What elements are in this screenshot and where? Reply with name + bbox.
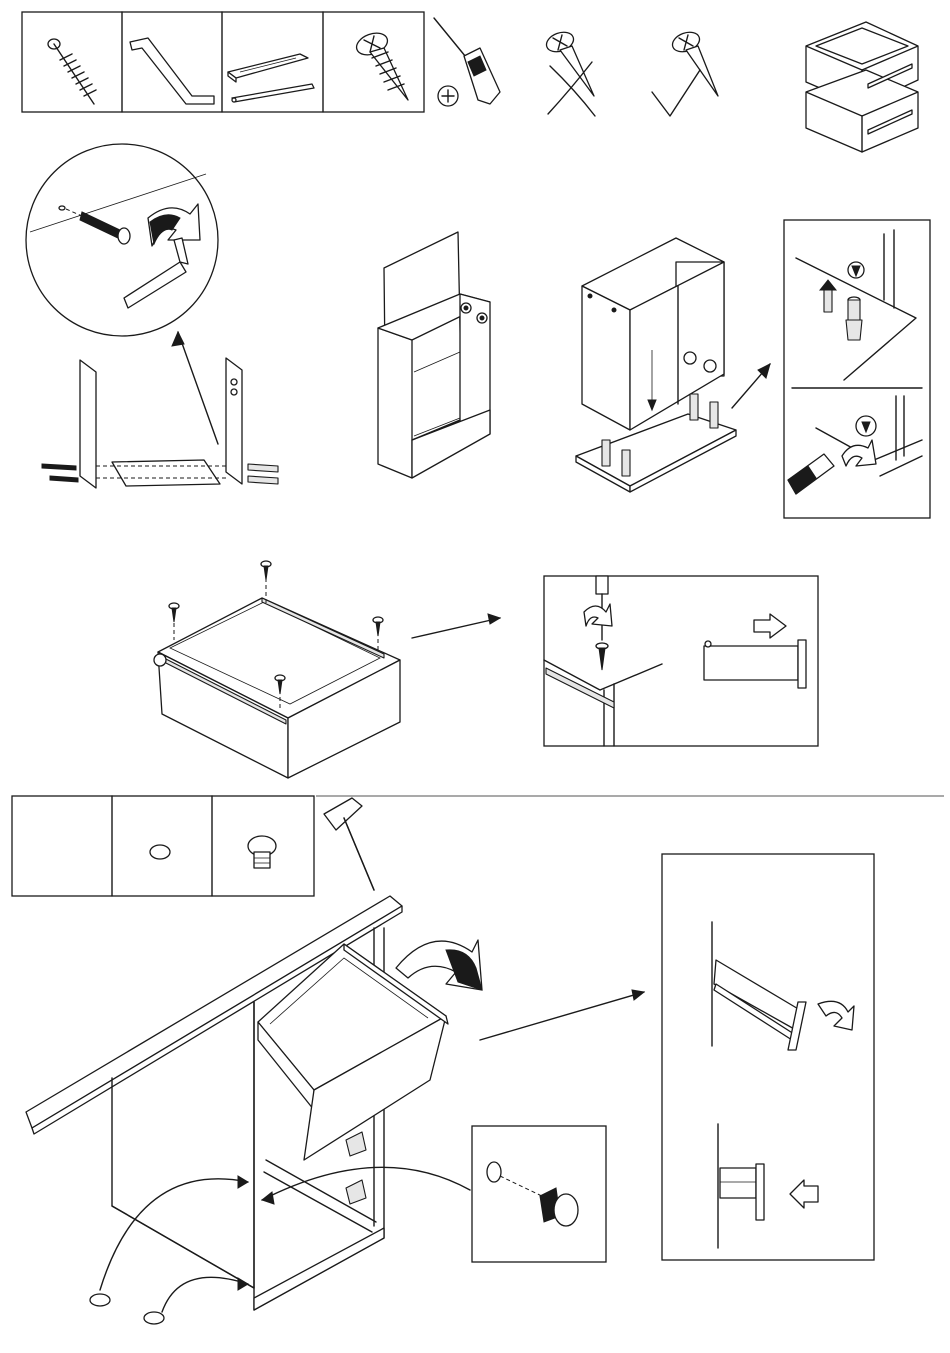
manual-screwdriver-ok-icon (652, 29, 718, 116)
step-side-panels-cam-bolts (26, 144, 278, 488)
step-back-panel (378, 232, 490, 478)
dowel-detail-box (784, 220, 930, 518)
feet-parts-table (12, 796, 314, 896)
step-runner-detail (544, 576, 818, 746)
hammer-icon (324, 798, 374, 890)
step-drawer-runner-detail (662, 854, 874, 1260)
step-dowels-base (576, 238, 770, 492)
parts-table (22, 12, 424, 112)
glide-detail-box (472, 1126, 606, 1262)
two-drawers-icon (806, 22, 918, 152)
felt-pad-icon (150, 845, 170, 859)
no-power-drill-icon (544, 29, 595, 116)
step-runners-screws (154, 561, 500, 778)
phillips-screwdriver-icon (434, 18, 500, 106)
